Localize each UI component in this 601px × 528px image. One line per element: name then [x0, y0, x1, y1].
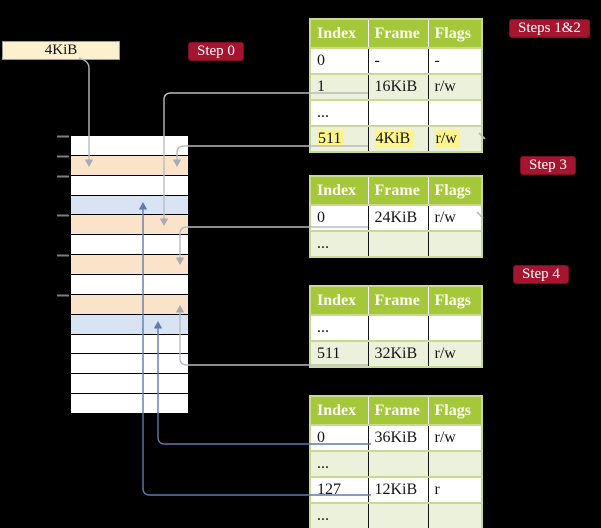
memory-ticks [57, 135, 69, 297]
memory-frame-row [71, 294, 188, 315]
memory-frame-row [71, 235, 188, 256]
table-cell [427, 502, 482, 528]
badge-step-4: Step 4 [513, 265, 569, 284]
table-cell: 1 [310, 73, 368, 100]
table-cell [427, 314, 482, 341]
page-size-box: 4KiB [2, 41, 120, 60]
column-header: Flags [427, 396, 482, 425]
table-cell: - [427, 47, 482, 74]
badge-step-3: Step 3 [520, 156, 576, 175]
table-cell: r/w [427, 424, 482, 451]
table-row: ... [310, 314, 482, 341]
table-cell: ... [310, 502, 368, 528]
table-cell: 12KiB [367, 476, 428, 503]
table-cell: 4KiB [367, 125, 428, 152]
column-header: Frame [367, 396, 428, 425]
table-cell [367, 314, 428, 341]
table-row: 0-- [310, 47, 482, 74]
table-cell: r/w [427, 125, 482, 152]
memory-frame-row [71, 195, 188, 216]
table-cell [427, 99, 482, 126]
table-cell: ... [310, 450, 368, 477]
column-header: Flags [427, 286, 482, 315]
table-cell: ... [310, 314, 368, 341]
table-cell: ... [310, 230, 368, 257]
memory-frame-row [71, 394, 188, 414]
memory-frame-row [71, 255, 188, 276]
page-size-label: 4KiB [44, 42, 78, 58]
table-row: ... [310, 230, 482, 257]
table-cell: 511 [310, 125, 368, 152]
table-cell: - [367, 47, 428, 74]
table-cell: 36KiB [367, 424, 428, 451]
table-row: ... [310, 502, 482, 528]
column-header: Frame [367, 176, 428, 205]
table-cell: r/w [427, 340, 482, 367]
column-header: Index [310, 396, 368, 425]
table-cell: r [427, 476, 482, 503]
table-row: ... [310, 99, 482, 126]
column-header: Index [310, 19, 368, 48]
table-cell [427, 450, 482, 477]
table-cell: r/w [427, 73, 482, 100]
table-cell [367, 502, 428, 528]
table-cell [427, 230, 482, 257]
memory-frame-row [71, 374, 188, 395]
table-cell: 0 [310, 204, 368, 231]
memory-frame-row [71, 175, 188, 196]
table-cell [367, 450, 428, 477]
memory-frame-row [71, 275, 188, 295]
column-header: Frame [367, 19, 428, 48]
table-row: ... [310, 450, 482, 477]
memory-column [70, 135, 189, 414]
highlighted-value: 4KiB [374, 130, 414, 147]
table-cell: ... [310, 99, 368, 126]
memory-frame-row [71, 314, 188, 335]
table-cell: r/w [427, 204, 482, 231]
table-cell: 511 [310, 340, 368, 367]
table-cell: 0 [310, 47, 368, 74]
table-cell: 32KiB [367, 340, 428, 367]
memory-frame-row [71, 215, 188, 236]
table-cell [367, 230, 428, 257]
table-cell [367, 99, 428, 126]
memory-frame-row [71, 155, 188, 176]
column-header: Frame [367, 286, 428, 315]
highlighted-value: r/w [434, 130, 460, 147]
highlighted-value: 511 [317, 130, 345, 147]
table-cell: 24KiB [367, 204, 428, 231]
table-row: 511 4KiB r/w [310, 125, 482, 152]
table-cell: 16KiB [367, 73, 428, 100]
badge-step-0: Step 0 [188, 42, 244, 61]
column-header: Flags [427, 19, 482, 48]
table-cell: 127 [310, 476, 368, 503]
column-header: Index [310, 176, 368, 205]
badge-steps-1-2: Steps 1&2 [509, 19, 590, 38]
table-cell: 0 [310, 424, 368, 451]
memory-frame-row [71, 136, 188, 156]
column-header: Flags [427, 176, 482, 205]
column-header: Index [310, 286, 368, 315]
memory-frame-row [71, 334, 188, 355]
memory-frame-row [71, 354, 188, 375]
